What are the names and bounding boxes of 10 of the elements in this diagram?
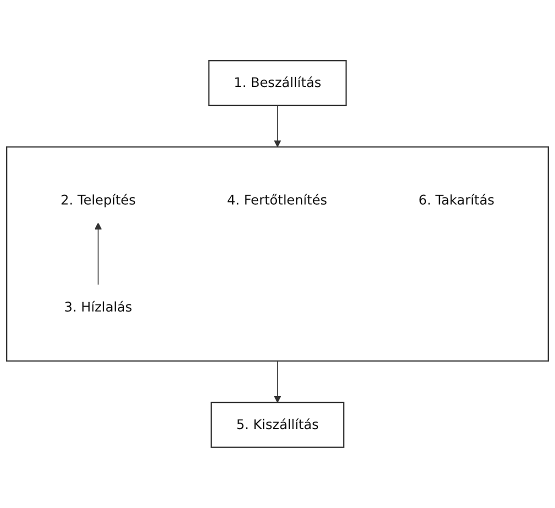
arrow bbox=[274, 360, 282, 403]
cluster bbox=[6, 146, 549, 362]
node-text: 6. Takarítás bbox=[418, 192, 494, 208]
node-text: 2. Telepítés bbox=[60, 192, 136, 208]
node-box: 1. Beszállítás bbox=[208, 60, 347, 106]
node-box: 5. Kiszállítás bbox=[210, 402, 344, 448]
node-text: 3. Hízlalás bbox=[64, 299, 132, 315]
arrow bbox=[274, 105, 282, 148]
node-text: 4. Fertőtlenítés bbox=[227, 192, 328, 208]
arrow bbox=[94, 222, 102, 286]
